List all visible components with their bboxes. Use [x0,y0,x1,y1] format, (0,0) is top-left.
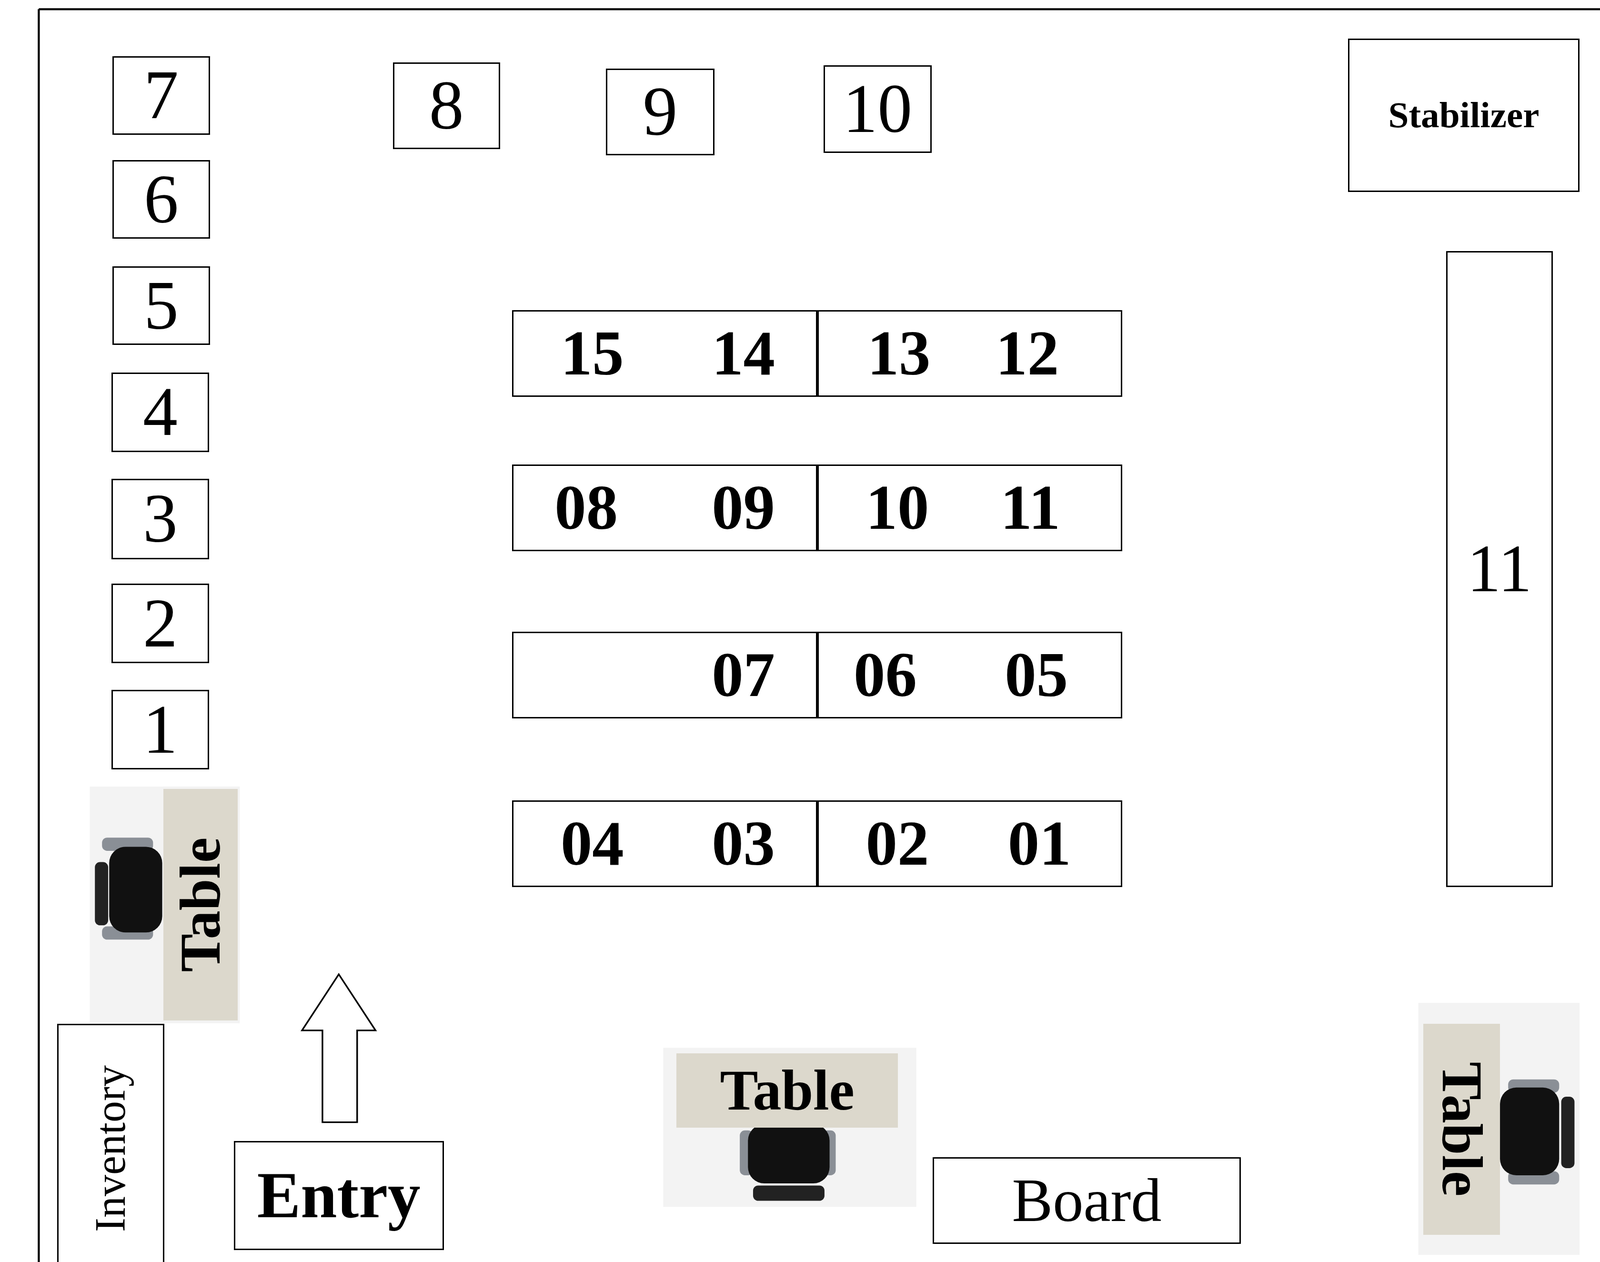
chair-icon [1499,1079,1575,1185]
desk-table: Table [676,1053,898,1128]
station-box: 2 [111,583,210,664]
box-label: 02 [865,811,929,876]
box-label: 3 [142,483,178,554]
station-box: 6 [112,160,211,239]
bench-half: 08 09 [512,464,818,552]
box-label: Inventory [89,1065,132,1232]
desk-backdrop [90,786,241,1024]
box-label: Stabilizer [1388,96,1540,134]
box-label: 4 [142,377,178,448]
desk-backdrop [663,1047,916,1207]
desk-backdrop [1418,1002,1580,1255]
box-label: Table [1433,1061,1491,1197]
box-label: 8 [429,70,464,141]
box-label: 5 [143,271,179,341]
bench-half: 06 05 [817,631,1123,719]
bench-half: 13 12 [817,310,1123,397]
bench-half: 04 03 [512,800,818,887]
chair-icon [94,837,162,940]
box-label: 12 [995,322,1059,386]
box-label: 7 [143,60,179,131]
room-wall [38,8,1600,11]
box-label: 05 [1004,643,1068,707]
room-wall [37,9,40,1262]
box-label: 04 [560,811,624,876]
box-label: 01 [1007,811,1072,876]
entry-box: Entry [233,1140,444,1250]
station-box: 8 [392,62,501,150]
box-label: 14 [711,322,775,386]
station-box: 10 [823,65,932,153]
station-box: 7 [112,56,211,135]
box-label: 11 [1467,535,1532,603]
box-label: 15 [560,322,624,386]
bench-half: 07 [512,631,818,719]
entry-arrow [301,974,376,1123]
board-box: Board [932,1157,1241,1244]
box-label: 1 [142,694,178,765]
station-box: 5 [112,266,211,345]
box-label: 09 [711,475,775,540]
box-label: Table [171,837,230,972]
station-box: 3 [111,478,210,560]
box-label: 6 [143,164,179,235]
box-label: 13 [867,322,931,386]
box-label: 06 [853,643,917,707]
box-label: 10 [842,74,913,144]
inventory-box: Inventory [57,1023,165,1262]
box-label: 08 [554,475,618,540]
box-label: Entry [257,1162,421,1228]
station-box: 9 [605,68,715,156]
box-label: Board [1011,1169,1162,1232]
bench-half: 1514 [512,310,818,397]
station-box: 4 [111,372,210,453]
desk-table: Table [163,788,238,1021]
station-box: 1 [111,689,210,770]
chair-icon [739,1124,836,1201]
box-label: 2 [142,588,178,659]
bench-half: 10 11 [817,464,1123,552]
box-label: 07 [711,643,775,707]
bench-half: 02 01 [817,800,1123,887]
box-label: 03 [711,811,775,876]
box-label: 10 [865,475,929,540]
box-label: Table [720,1061,855,1119]
stabilizer-box: Stabilizer [1348,38,1580,192]
rack-box: 11 [1446,251,1554,887]
box-label: 9 [643,77,678,147]
box-label: 11 [1000,475,1060,540]
desk-table: Table [1423,1023,1500,1235]
